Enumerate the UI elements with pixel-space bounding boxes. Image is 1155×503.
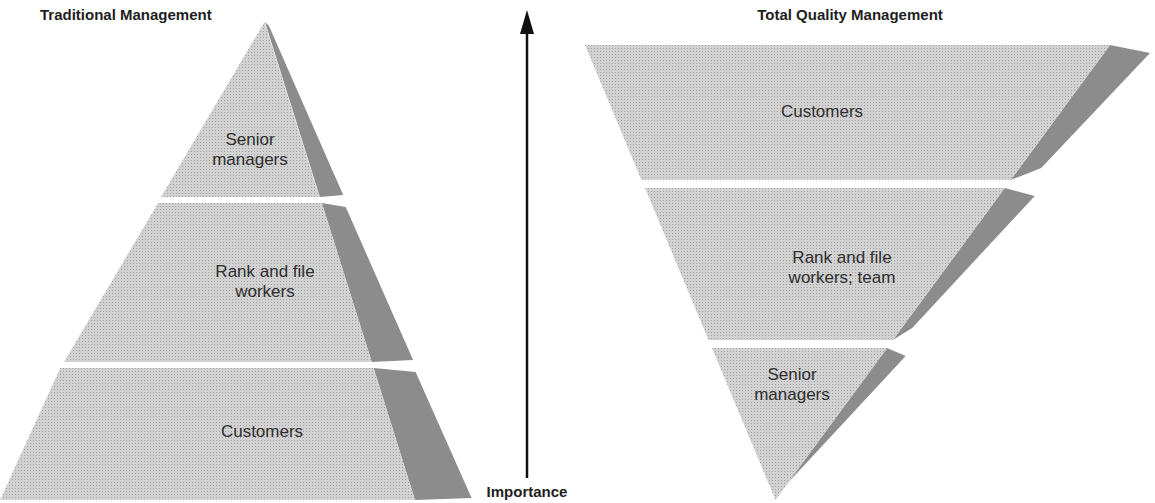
pyramid-band: Senior managers (712, 348, 887, 500)
importance-arrow (526, 30, 529, 478)
axis-label: Importance (487, 483, 568, 500)
pyramid-band: Rank and file workers (64, 203, 372, 362)
band-label: Senior managers (200, 130, 300, 169)
band-fill (645, 188, 1005, 340)
band-label: Customers (722, 102, 922, 122)
band-fill (712, 348, 887, 500)
chart-heading: Total Quality Management (757, 6, 943, 23)
band-fill (64, 203, 372, 362)
band-label: Senior managers (746, 365, 838, 404)
band-shape (0, 368, 415, 500)
band-label: Rank and file workers; team (786, 248, 898, 287)
band-fill (585, 45, 1110, 180)
arrow-head (520, 10, 534, 34)
band-label: Rank and file workers (209, 262, 321, 301)
band-fill (161, 22, 319, 197)
pyramid-band: Customers (0, 368, 415, 500)
band-shape (161, 22, 319, 197)
band-shape (64, 203, 372, 362)
pyramid-band: Senior managers (161, 22, 319, 197)
band-label: Customers (187, 422, 337, 442)
pyramid-band: Rank and file workers; team (645, 188, 1005, 340)
chart-heading: Traditional Management (40, 6, 212, 23)
pyramid-band: Customers (585, 45, 1110, 180)
band-fill (0, 368, 415, 500)
